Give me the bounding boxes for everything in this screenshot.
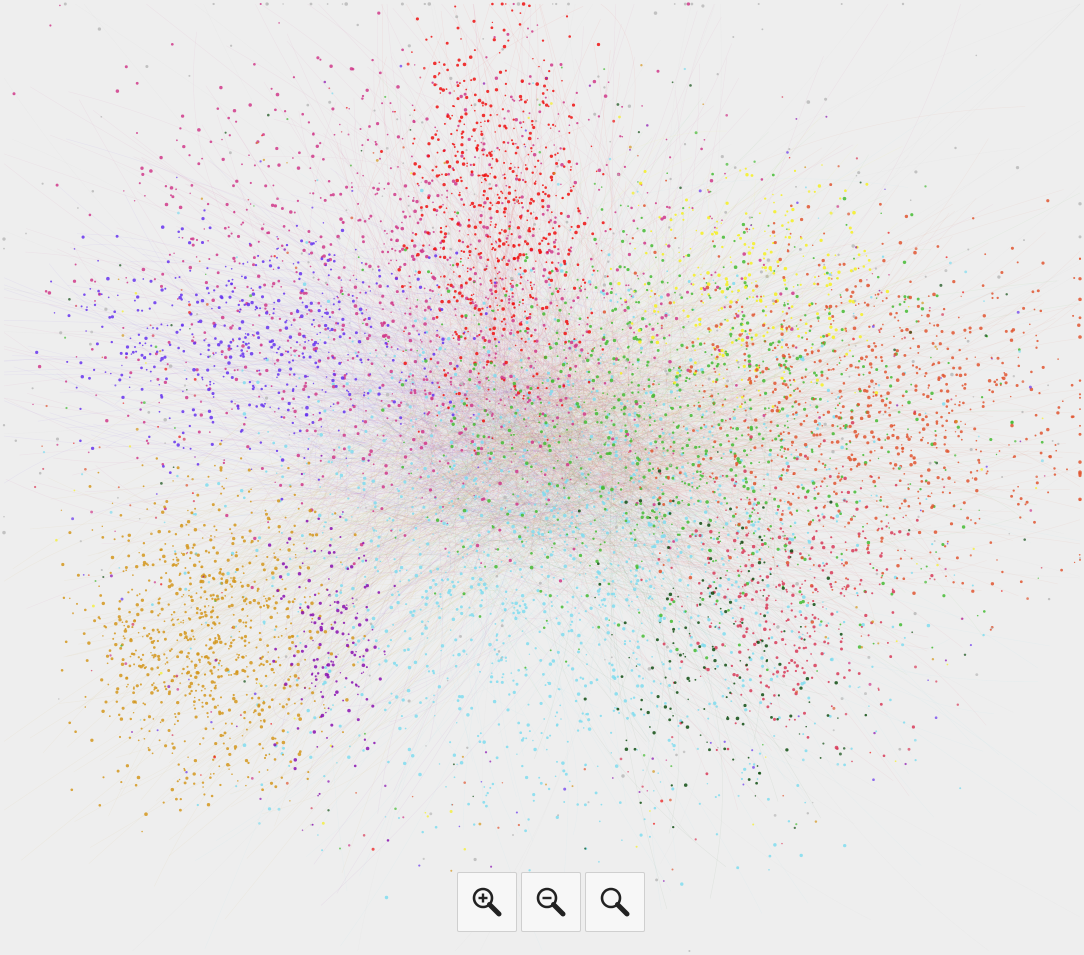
- zoom-out-button[interactable]: [521, 872, 581, 932]
- zoom-reset-icon: [598, 885, 632, 919]
- zoom-toolbar: [457, 872, 645, 934]
- zoom-reset-button[interactable]: [585, 872, 645, 932]
- zoom-in-button[interactable]: [457, 872, 517, 932]
- graph-edges: [3, 3, 1081, 952]
- zoom-in-icon: [470, 885, 504, 919]
- zoom-out-icon: [534, 885, 568, 919]
